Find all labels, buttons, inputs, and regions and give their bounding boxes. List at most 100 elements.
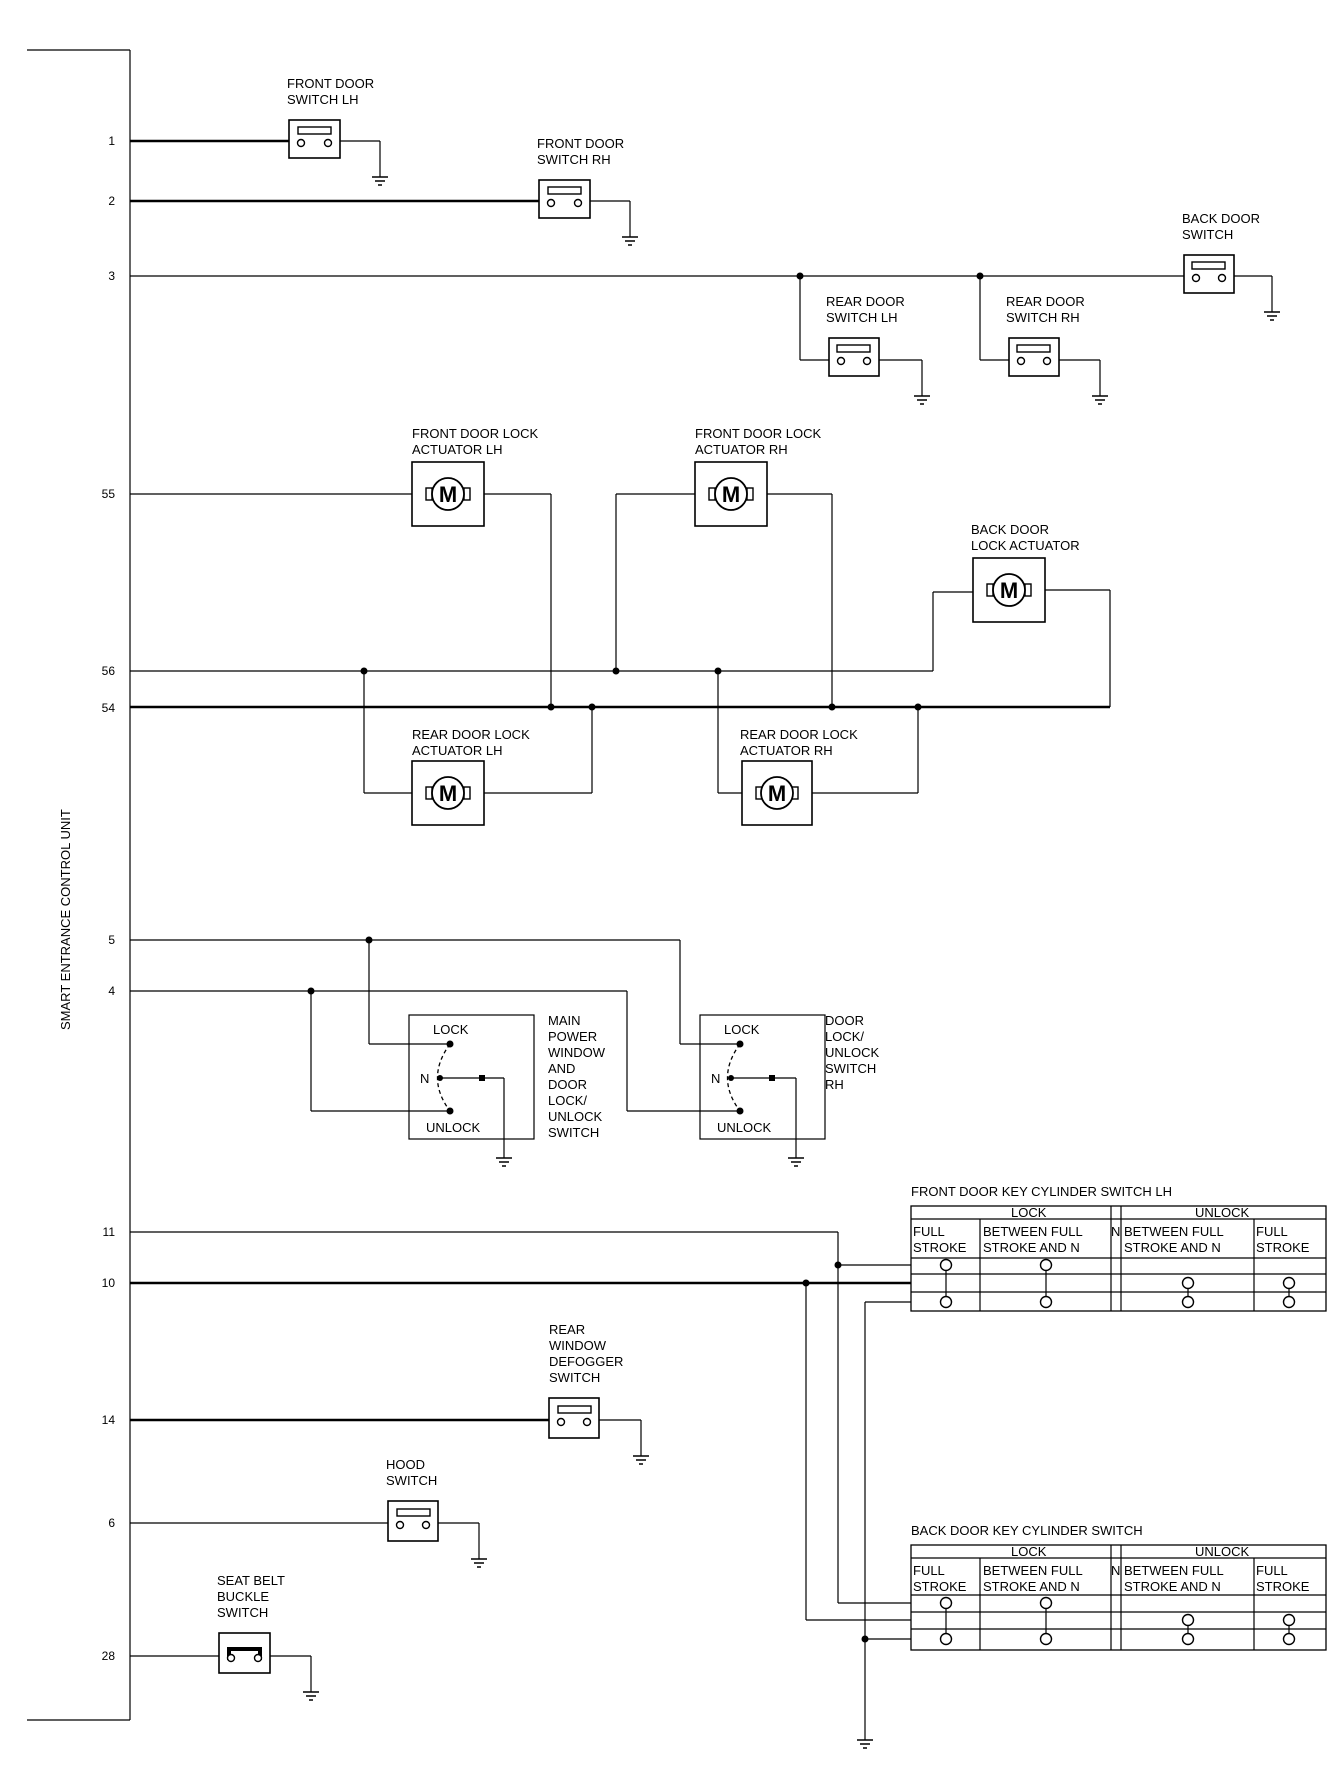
rear-door-switch-rh-label-1: REAR DOOR <box>1006 294 1085 309</box>
front-door-lock-actuator-rh-label-2: ACTUATOR RH <box>695 442 788 457</box>
front-door-lock-actuator-lh-label-1: FRONT DOOR LOCK <box>412 426 538 441</box>
rh-switch-label-4: SWITCH <box>825 1061 876 1076</box>
main-switch-n-label: N <box>420 1071 429 1086</box>
main-switch-label-7: UNLOCK <box>548 1109 603 1124</box>
defogger-label-4: SWITCH <box>549 1370 600 1385</box>
door-lock-unlock-switch-rh: LOCK UNLOCK N DOOR LOCK/ UNLOCK SWITCH R… <box>699 1013 880 1167</box>
front-door-switch-rh-label-2: SWITCH RH <box>537 152 611 167</box>
back-key-col2-l2: STROKE AND N <box>983 1579 1080 1594</box>
main-power-window-lock-switch: LOCK UNLOCK N MAIN POWER WINDOW AND DOOR… <box>408 1013 606 1167</box>
back-door-switch: BACK DOOR SWITCH <box>1182 211 1260 294</box>
motor-symbol: M <box>439 482 457 507</box>
hood-switch: HOOD SWITCH <box>130 1457 488 1568</box>
front-door-lock-actuator-rh: M FRONT DOOR LOCK ACTUATOR RH <box>694 426 821 527</box>
back-door-lock-actuator-label-2: LOCK ACTUATOR <box>971 538 1080 553</box>
pin-labels: 1 2 3 55 56 54 5 4 11 10 14 6 28 <box>102 134 116 1663</box>
back-key-col2-l1: BETWEEN FULL <box>983 1563 1083 1578</box>
hood-label-2: SWITCH <box>386 1473 437 1488</box>
back-key-col4-l1: FULL <box>1256 1563 1288 1578</box>
back-door-switch-label-1: BACK DOOR <box>1182 211 1260 226</box>
rear-window-defogger-switch: REAR WINDOW DEFOGGER SWITCH <box>130 1322 650 1465</box>
front-key-col4-l1: FULL <box>1256 1224 1288 1239</box>
back-key-col1-l1: FULL <box>913 1563 945 1578</box>
rear-door-switch-lh-label-2: SWITCH LH <box>826 310 898 325</box>
seat-belt-label-2: BUCKLE <box>217 1589 269 1604</box>
motor-symbol: M <box>768 781 786 806</box>
front-door-switch-lh-label-2: SWITCH LH <box>287 92 359 107</box>
rear-door-lock-actuator-lh: M REAR DOOR LOCK ACTUATOR LH <box>411 727 530 826</box>
rh-switch-label-1: DOOR <box>825 1013 864 1028</box>
rear-door-lock-actuator-rh-label-2: ACTUATOR RH <box>740 743 833 758</box>
front-key-col1-l1: FULL <box>913 1224 945 1239</box>
rh-switch-label-2: LOCK/ <box>825 1029 864 1044</box>
pin-4-label: 4 <box>108 984 115 998</box>
front-key-col1-l2: STROKE <box>913 1240 967 1255</box>
seat-belt-label-1: SEAT BELT <box>217 1573 285 1588</box>
front-key-col2-l1: BETWEEN FULL <box>983 1224 1083 1239</box>
main-switch-unlock-label: UNLOCK <box>426 1120 481 1135</box>
front-key-lock-header: LOCK <box>1011 1205 1047 1220</box>
control-unit-outline <box>27 49 131 1721</box>
pin-3-label: 3 <box>108 269 115 283</box>
front-key-unlock-header: UNLOCK <box>1195 1205 1250 1220</box>
main-switch-label-8: SWITCH <box>548 1125 599 1140</box>
back-key-col1-l2: STROKE <box>913 1579 967 1594</box>
front-door-lock-actuator-lh-label-2: ACTUATOR LH <box>412 442 503 457</box>
control-unit-label: SMART ENTRANCE CONTROL UNIT <box>58 809 73 1030</box>
rh-switch-n-label: N <box>711 1071 720 1086</box>
main-switch-label-6: LOCK/ <box>548 1093 587 1108</box>
back-door-switch-label-2: SWITCH <box>1182 227 1233 242</box>
front-door-lock-actuator-rh-label-1: FRONT DOOR LOCK <box>695 426 821 441</box>
pin-56-label: 56 <box>102 664 116 678</box>
hood-label-1: HOOD <box>386 1457 425 1472</box>
rh-switch-lock-label: LOCK <box>724 1022 760 1037</box>
lock-switch-wiring <box>130 936 740 1112</box>
front-door-switch-rh: FRONT DOOR SWITCH RH <box>537 136 624 219</box>
main-switch-label-5: DOOR <box>548 1077 587 1092</box>
main-switch-label-4: AND <box>548 1061 575 1076</box>
back-key-unlock-header: UNLOCK <box>1195 1544 1250 1559</box>
front-door-switch-lh-label-1: FRONT DOOR <box>287 76 374 91</box>
seat-belt-label-3: SWITCH <box>217 1605 268 1620</box>
back-key-col3-l1: BETWEEN FULL <box>1124 1563 1224 1578</box>
back-key-table-title: BACK DOOR KEY CYLINDER SWITCH <box>911 1523 1143 1538</box>
rear-door-switch-rh: REAR DOOR SWITCH RH <box>1006 294 1085 377</box>
back-key-col4-l2: STROKE <box>1256 1579 1310 1594</box>
back-door-lock-actuator: M BACK DOOR LOCK ACTUATOR <box>971 522 1080 623</box>
front-key-cylinder-table: FRONT DOOR KEY CYLINDER SWITCH LH LOCK U… <box>910 1184 1327 1312</box>
front-key-col3-l1: BETWEEN FULL <box>1124 1224 1224 1239</box>
door-switch-wiring <box>130 139 1281 405</box>
defogger-label-3: DEFOGGER <box>549 1354 623 1369</box>
key-cylinder-wiring <box>130 1231 911 1749</box>
front-door-switch-lh: FRONT DOOR SWITCH LH <box>287 76 374 159</box>
main-switch-lock-label: LOCK <box>433 1022 469 1037</box>
rear-door-switch-rh-label-2: SWITCH RH <box>1006 310 1080 325</box>
front-key-n-header: N <box>1111 1224 1120 1239</box>
main-switch-label-3: WINDOW <box>548 1045 606 1060</box>
back-key-col3-l2: STROKE AND N <box>1124 1579 1221 1594</box>
back-key-lock-header: LOCK <box>1011 1544 1047 1559</box>
pin-1-label: 1 <box>108 134 115 148</box>
rear-door-lock-actuator-lh-label-2: ACTUATOR LH <box>412 743 503 758</box>
rh-switch-unlock-label: UNLOCK <box>717 1120 772 1135</box>
motor-symbol: M <box>1000 578 1018 603</box>
pin-55-label: 55 <box>102 487 116 501</box>
defogger-label-2: WINDOW <box>549 1338 607 1353</box>
back-door-lock-actuator-label-1: BACK DOOR <box>971 522 1049 537</box>
back-key-cylinder-table: BACK DOOR KEY CYLINDER SWITCH LOCK UNLOC… <box>910 1523 1327 1651</box>
motor-symbol: M <box>722 482 740 507</box>
front-door-lock-actuator-lh: M FRONT DOOR LOCK ACTUATOR LH <box>411 426 538 527</box>
front-key-col4-l2: STROKE <box>1256 1240 1310 1255</box>
rh-switch-label-5: RH <box>825 1077 844 1092</box>
rear-door-lock-actuator-rh-label-1: REAR DOOR LOCK <box>740 727 858 742</box>
pin-11-label: 11 <box>103 1225 116 1239</box>
front-door-switch-rh-label-1: FRONT DOOR <box>537 136 624 151</box>
rh-switch-label-3: UNLOCK <box>825 1045 880 1060</box>
seat-belt-buckle-switch: SEAT BELT BUCKLE SWITCH <box>130 1573 320 1701</box>
pin-14-label: 14 <box>102 1413 116 1427</box>
rear-door-switch-lh-label-1: REAR DOOR <box>826 294 905 309</box>
defogger-label-1: REAR <box>549 1322 585 1337</box>
front-key-table-title: FRONT DOOR KEY CYLINDER SWITCH LH <box>911 1184 1172 1199</box>
rear-door-lock-actuator-lh-label-1: REAR DOOR LOCK <box>412 727 530 742</box>
